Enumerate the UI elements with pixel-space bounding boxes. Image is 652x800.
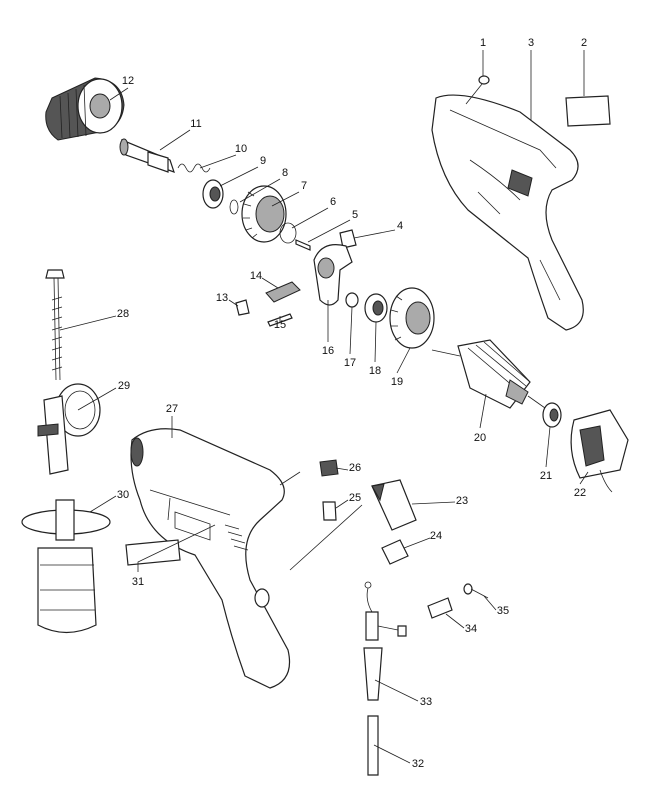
part-gear-19	[389, 287, 435, 349]
part-chuck	[45, 77, 125, 141]
label-18: 18	[369, 365, 381, 377]
part-bolt-28	[45, 269, 65, 381]
part-17	[345, 292, 359, 308]
label-30: 30	[117, 489, 129, 501]
label-3: 3	[528, 37, 534, 49]
part-cord-guard	[363, 581, 407, 701]
part-spring	[177, 163, 211, 173]
label-1: 1	[480, 37, 486, 49]
part-pin	[295, 239, 311, 251]
label-21: 21	[540, 470, 552, 482]
label-9: 9	[260, 155, 266, 167]
label-11: 11	[190, 118, 201, 130]
label-2: 2	[581, 37, 587, 49]
part-screw-1	[465, 75, 490, 105]
part-bearing-9	[202, 179, 224, 209]
label-17: 17	[344, 357, 356, 369]
part-housing-right	[431, 94, 584, 331]
part-retaining-ring	[229, 199, 239, 215]
label-14: 14	[250, 270, 262, 282]
label-32: 32	[412, 758, 424, 770]
part-4	[339, 229, 357, 249]
label-27: 27	[166, 403, 178, 415]
label-31: 31	[132, 576, 144, 588]
label-33: 33	[420, 696, 432, 708]
label-7: 7	[301, 180, 307, 192]
label-23: 23	[456, 495, 468, 507]
part-switch	[371, 479, 417, 531]
part-nameplate	[565, 95, 611, 127]
label-28: 28	[117, 308, 129, 320]
label-4: 4	[397, 220, 403, 232]
part-armature	[431, 339, 546, 409]
part-housing-left	[130, 428, 291, 689]
label-15: 15	[274, 319, 286, 331]
part-grip-bracket	[37, 383, 101, 475]
part-label-31	[125, 539, 181, 566]
part-plate	[265, 281, 301, 303]
label-22: 22	[574, 487, 586, 499]
label-8: 8	[282, 167, 288, 179]
leader-lines	[59, 50, 589, 764]
label-35: 35	[497, 605, 509, 617]
part-field	[570, 409, 629, 493]
part-spindle	[119, 138, 175, 173]
label-5: 5	[352, 209, 358, 221]
part-25	[322, 501, 337, 521]
label-25: 25	[349, 492, 361, 504]
part-bearing-21	[542, 402, 562, 428]
label-13: 13	[216, 292, 228, 304]
label-6: 6	[330, 196, 336, 208]
label-20: 20	[474, 432, 486, 444]
part-13	[235, 299, 250, 316]
label-24: 24	[430, 530, 442, 542]
part-24	[381, 539, 409, 565]
label-19: 19	[391, 376, 403, 388]
part-gear-housing	[313, 244, 353, 306]
part-bearing-18	[364, 293, 388, 323]
part-number-labels: 1 2 3 4 5 6 7 8 9 10 11 12 13 14 15 16 1…	[117, 37, 587, 770]
label-12: 12	[122, 75, 134, 87]
label-10: 10	[235, 143, 247, 155]
label-34: 34	[465, 623, 477, 635]
part-screw-35	[463, 583, 489, 599]
part-gear-7	[241, 185, 287, 243]
label-16: 16	[322, 345, 334, 357]
part-cord	[367, 715, 379, 776]
part-washer	[279, 222, 297, 244]
label-29: 29	[118, 380, 130, 392]
part-26	[319, 459, 339, 477]
label-26: 26	[349, 462, 361, 474]
part-side-handle	[21, 499, 111, 634]
part-34	[427, 597, 453, 619]
